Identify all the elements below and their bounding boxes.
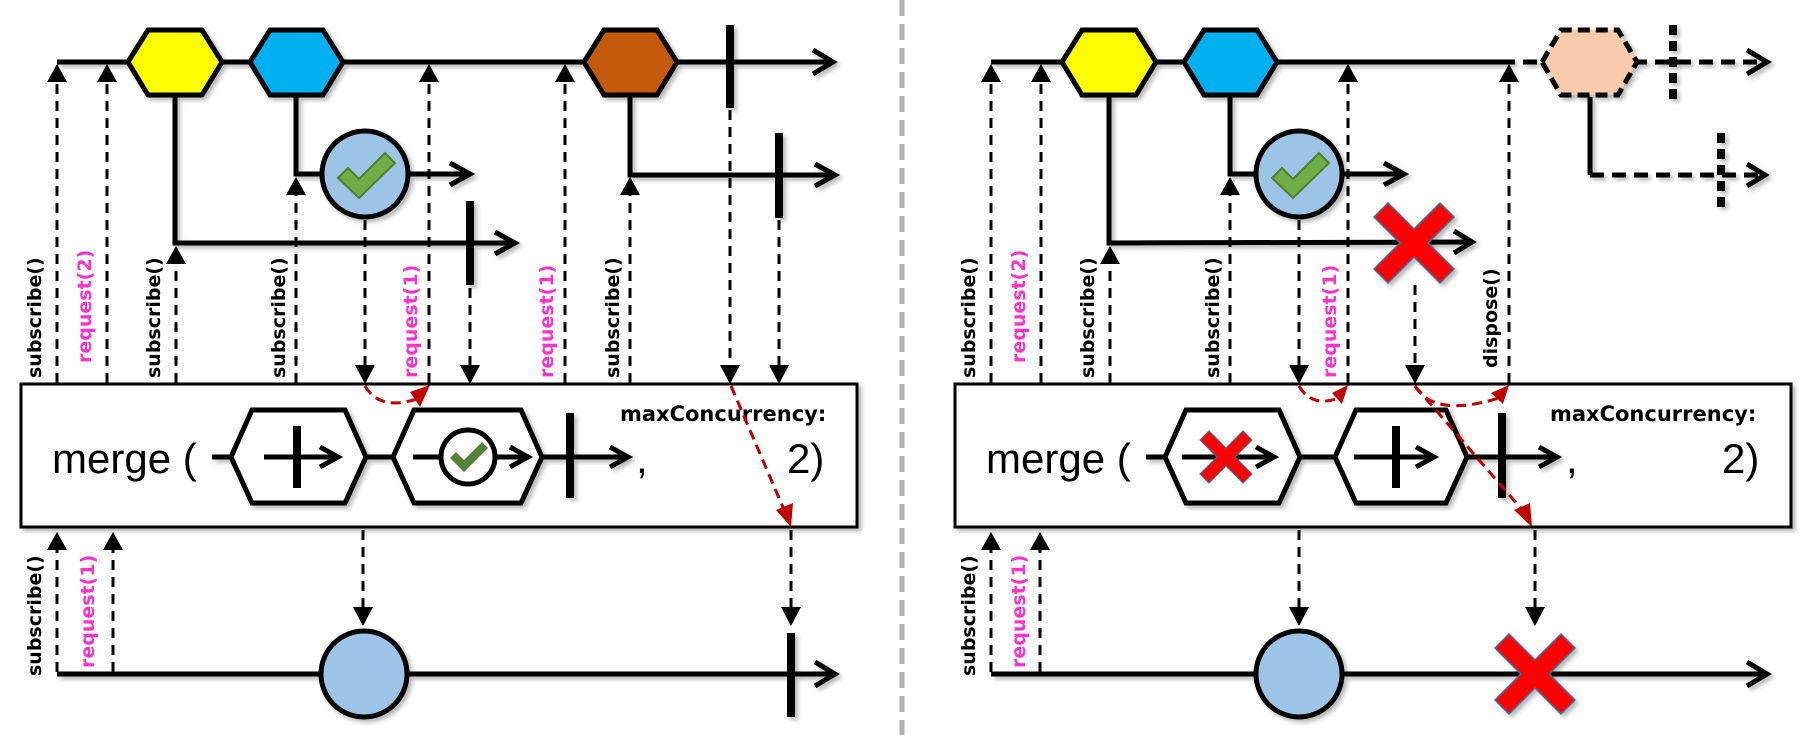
upstream-calls [989,82,1511,383]
panel-left: subscribe() request(2) subscribe() subsc… [19,25,859,720]
inner-timeline-2 [1227,97,1410,220]
check-icon [1270,151,1331,200]
label-inner1-subscribe: subscribe() [143,257,165,378]
label-top-subscribe: subscribe() [958,257,980,378]
result-timeline: subscribe() request(1) [24,530,840,720]
label-dispose: dispose() [1480,268,1502,368]
label-inner3-subscribe: subscribe() [602,257,624,378]
inner-timeline-3 [627,97,841,218]
max-concurrency-value: 2) [1722,435,1759,482]
merge-operator-box: merge ( , maxConcurrency: 2) [953,382,1793,529]
downstream-signal-arrowheads [1289,365,1425,384]
max-concurrency-value: 2) [787,435,824,482]
source-item-cancelled-hex [1539,27,1640,98]
check-icon [336,151,397,200]
label-top-subscribe: subscribe() [24,257,46,378]
merge-operator-box: merge ( , maxConcurrency: 2) [19,382,859,529]
inner-timeline-2 [293,97,476,220]
panel-right: subscribe() request(2) subscribe() subsc… [953,25,1793,720]
label-inner2-request: request(1) [400,265,422,378]
inner-timeline-1 [1106,97,1477,256]
upstream-calls [55,82,632,383]
timeline-arrowhead-icon [1745,47,1772,77]
source-timeline [57,25,838,108]
label-inner1-request: request(1) [536,265,558,378]
result-error-x-icon [1493,632,1577,716]
timeline-arrowhead-icon [811,47,838,77]
label-inner2-subscribe: subscribe() [1202,257,1224,378]
max-concurrency-label: maxConcurrency: [1550,402,1756,426]
source-timeline [991,25,1772,105]
label-bottom-request: request(1) [1008,555,1030,668]
result-item-circle [1253,628,1345,720]
source-item-blue-hex [247,27,346,98]
upstream-call-arrowheads [981,64,1519,264]
label-top-request: request(2) [1008,250,1030,363]
error-x-icon [1372,201,1456,285]
label-inner2-request: request(1) [1319,265,1341,378]
request-redirect-arrows [1297,385,1526,513]
inner-timeline-1 [172,97,521,285]
request-redirect-arrowheads [410,385,793,527]
request-redirect-arrowheads [1332,385,1532,527]
merge-label: merge ( [52,435,197,482]
error-x-icon [1199,430,1253,484]
max-concurrency-label: maxConcurrency: [620,402,826,426]
label-bottom-subscribe: subscribe() [958,555,980,676]
separator-comma: , [1566,435,1578,482]
source-item-yellow-hex [125,27,225,98]
source-item-yellow-hex [1059,27,1159,98]
label-inner1-subscribe: subscribe() [1077,257,1099,378]
downstream-signal-arrowheads [355,365,789,384]
downstream-signals [363,110,781,366]
check-icon [447,439,491,475]
downstream-signals [1297,220,1417,366]
result-item-circle [318,628,410,720]
request-redirect-arrows [363,385,787,513]
merge-label: merge ( [986,435,1131,482]
label-inner2-subscribe: subscribe() [268,257,290,378]
label-top-request: request(2) [74,250,96,363]
result-timeline: subscribe() request(1) [958,530,1772,720]
separator-comma: , [636,435,648,482]
source-item-blue-hex [1181,27,1280,98]
label-bottom-subscribe: subscribe() [24,555,46,676]
upstream-call-arrowheads [47,64,640,264]
label-bottom-request: request(1) [77,555,99,668]
inner-timeline-3-cancelled [1587,97,1770,213]
source-item-orange-hex [581,27,680,98]
